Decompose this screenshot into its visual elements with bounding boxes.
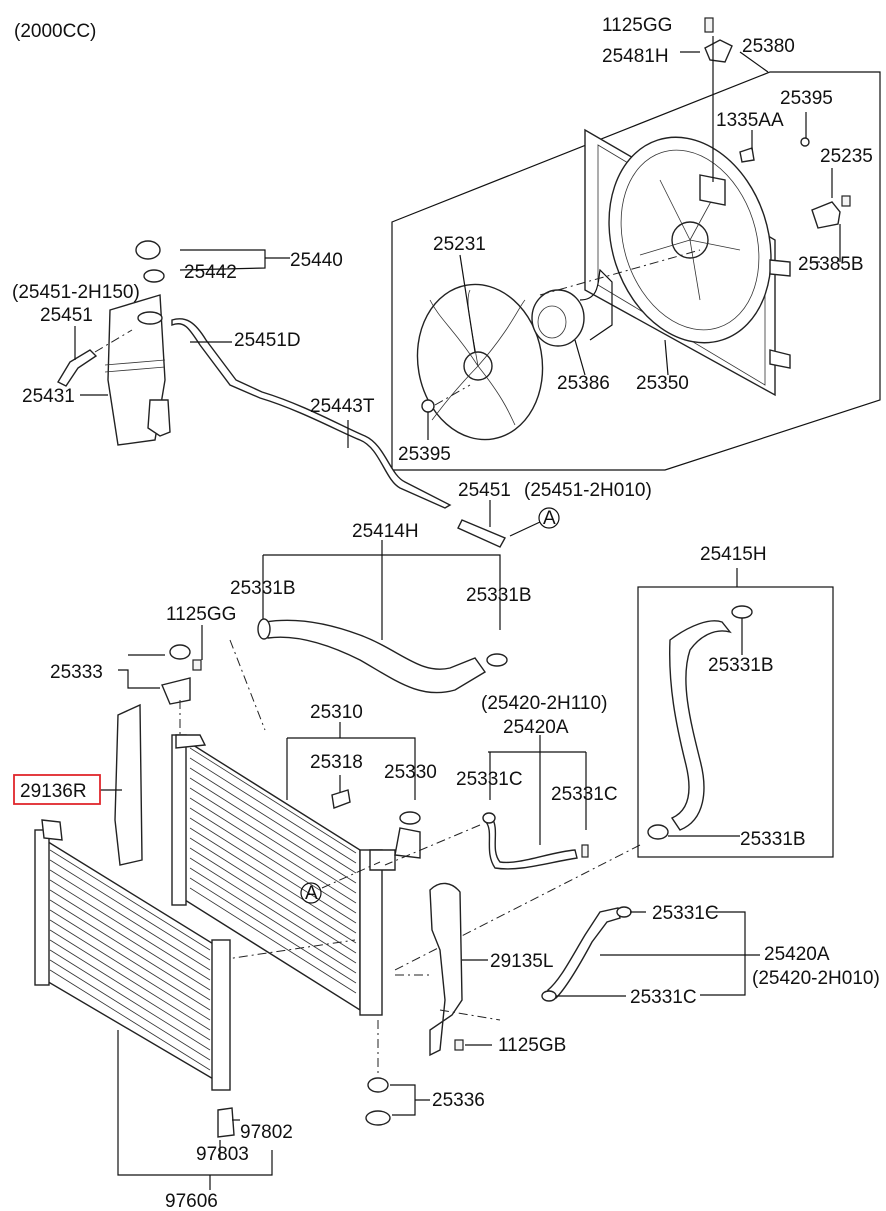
- label-25431: 25431: [22, 386, 75, 407]
- label-a-mid: A: [305, 883, 318, 904]
- label-25481h: 25481H: [602, 46, 669, 67]
- lower-hose-25415h: [669, 620, 732, 831]
- label-25385b: 25385B: [798, 254, 864, 275]
- label-25380: 25380: [742, 36, 795, 57]
- clamp-25331c-1: [482, 812, 496, 824]
- sensor-25318: [331, 789, 351, 809]
- label-25331c-2: 25331C: [551, 784, 618, 805]
- label-25395-bottom: 25395: [398, 444, 451, 465]
- label-25331c-3: 25331C: [652, 903, 719, 924]
- screw-25235: [841, 195, 851, 207]
- label-25231: 25231: [433, 234, 486, 255]
- bushing-97802: [217, 1107, 235, 1138]
- label-29136r: 29136R: [20, 781, 87, 802]
- mount-25333-top: [169, 644, 191, 660]
- label-1125gg-mid: 1125GG: [166, 604, 236, 625]
- bracket-25481h: [704, 39, 733, 63]
- label-1335aa: 1335AA: [716, 110, 784, 131]
- label-25395-top: 25395: [780, 88, 833, 109]
- label-25451-b: 25451: [458, 480, 511, 501]
- label-97802: 97802: [240, 1122, 293, 1143]
- clamp-25331b-4: [647, 824, 669, 840]
- label-25420a-bottom: 25420A: [764, 944, 830, 965]
- label-25451-2h150: (25451-2H150): [12, 282, 140, 303]
- label-25235: 25235: [820, 146, 873, 167]
- mount-25336-top: [367, 1077, 389, 1093]
- nut-1335aa: [739, 147, 755, 163]
- clamp-25331c-3: [616, 906, 632, 918]
- label-25333: 25333: [50, 662, 103, 683]
- label-25443t: 25443T: [310, 396, 375, 417]
- label-25350: 25350: [636, 373, 689, 394]
- label-a-top: A: [543, 508, 556, 529]
- label-25440: 25440: [290, 250, 343, 271]
- cap-25442: [135, 240, 161, 260]
- label-25331b-2: 25331B: [466, 585, 532, 606]
- label-25415h: 25415H: [700, 544, 767, 565]
- label-25451d: 25451D: [234, 330, 301, 351]
- clamp-25331b-3: [731, 605, 753, 619]
- hose-25420a-top: [484, 817, 578, 870]
- hose-25451-lower: [457, 519, 506, 548]
- label-25451-2h010: (25451-2H010): [524, 480, 652, 501]
- fan-shroud-25350: [584, 128, 791, 397]
- label-25414h: 25414H: [352, 521, 419, 542]
- label-25310: 25310: [310, 702, 363, 723]
- clamp-25331b-2: [486, 653, 508, 667]
- air-guard-29135l: [429, 882, 463, 1057]
- hose-25420a-bottom: [546, 907, 621, 999]
- label-25420-2h110: (25420-2H110): [481, 693, 607, 714]
- label-25318: 25318: [310, 752, 363, 773]
- cap-25330: [399, 811, 421, 825]
- label-25331b-1: 25331B: [230, 578, 296, 599]
- label-25331b-3: 25331B: [708, 655, 774, 676]
- ref-circle-a-mid: [300, 882, 322, 904]
- bolt-1125gb: [454, 1039, 464, 1051]
- label-97803: 97803: [196, 1144, 249, 1165]
- label-25331c-1: 25331C: [456, 769, 523, 790]
- air-guard-29136r: [114, 703, 143, 866]
- upper-hose-25414h: [264, 619, 487, 694]
- label-25331b-4: 25331B: [740, 829, 806, 850]
- ref-circle-a-top: [538, 507, 560, 529]
- label-25330: 25330: [384, 762, 437, 783]
- header-engine-size: (2000CC): [14, 21, 96, 42]
- condenser-97606: [34, 819, 231, 1091]
- bolt-1125gg-mid: [192, 659, 202, 671]
- mount-25333-bracket: [161, 677, 191, 705]
- clamp-25331c-2: [581, 844, 589, 858]
- label-25386: 25386: [557, 373, 610, 394]
- label-25442: 25442: [184, 262, 237, 283]
- screw-25395-bottom: [421, 399, 435, 413]
- label-25420-2h010: (25420-2H010): [752, 968, 880, 989]
- label-29135l: 29135L: [490, 951, 553, 972]
- fan-blade-25231: [416, 283, 544, 441]
- clamp-25331b-1: [257, 618, 271, 640]
- label-97606: 97606: [165, 1191, 218, 1211]
- screw-25395-top: [800, 137, 810, 147]
- mount-25336-bottom: [365, 1110, 391, 1126]
- label-1125gg-top: 1125GG: [602, 15, 672, 36]
- resistor-25385b: [811, 201, 841, 229]
- label-25451-a: 25451: [40, 305, 93, 326]
- lower-hose-box: [637, 586, 834, 858]
- hose-25451-small: [57, 349, 98, 387]
- highlight-29136r: [13, 774, 101, 805]
- label-25420a-top: 25420A: [503, 717, 569, 738]
- radiator-25310: [171, 734, 396, 1016]
- reservoir-25431: [104, 240, 171, 446]
- label-25336: 25336: [432, 1090, 485, 1111]
- fan-motor-25386: [531, 268, 613, 347]
- label-25331c-4: 25331C: [630, 987, 697, 1008]
- bolt-1125gg-top: [704, 17, 714, 33]
- clamp-25331c-4: [541, 990, 557, 1002]
- hose-25443t: [171, 318, 452, 509]
- label-1125gb: 1125GB: [498, 1035, 566, 1056]
